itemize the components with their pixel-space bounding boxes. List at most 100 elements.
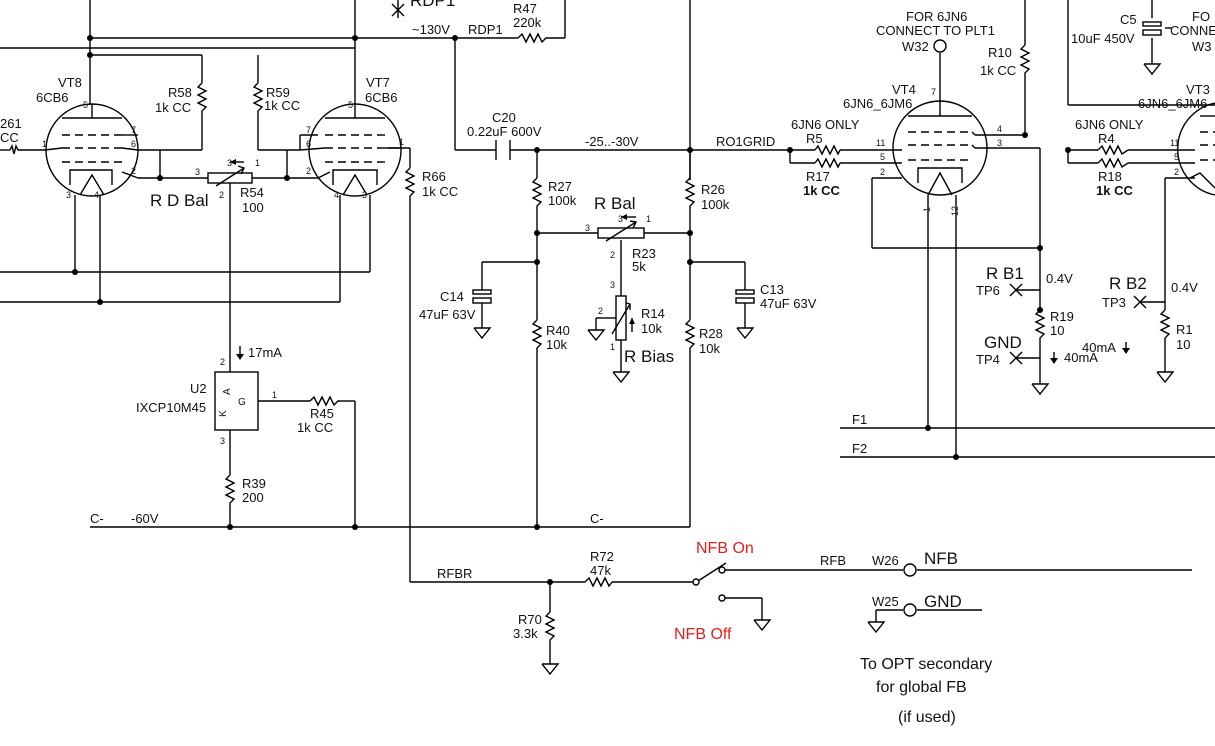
label-nfb: NFB <box>924 549 958 568</box>
svg-text:3: 3 <box>227 158 232 168</box>
label-r58: R58 <box>168 85 192 100</box>
label-c13: C13 <box>760 282 784 297</box>
resistor-r5 <box>814 144 841 156</box>
svg-text:2: 2 <box>306 166 311 176</box>
label-w32: W32 <box>902 39 929 54</box>
label-6jn6only-r4: 6JN6 ONLY <box>1075 117 1144 132</box>
svg-text:2: 2 <box>219 190 224 200</box>
resistor-r19 <box>1034 309 1046 340</box>
label-rdp1: RDP1 <box>468 22 503 37</box>
label-vt4-type: 6JN6_6JM6 <box>843 96 912 111</box>
label-r10: R10 <box>988 45 1012 60</box>
label-ro1grid: RO1GRID <box>716 134 775 149</box>
label-cminus2: C- <box>590 511 604 526</box>
svg-text:12: 12 <box>950 206 960 216</box>
label-fo: FO <box>1192 9 1210 24</box>
capacitor-c13 <box>735 289 755 304</box>
label-r23-val: 5k <box>632 259 646 274</box>
svg-text:G: G <box>238 397 246 408</box>
label-rfbr: RFBR <box>437 566 472 581</box>
svg-text:3: 3 <box>618 214 623 224</box>
label-i40b: 40mA <box>1082 340 1116 355</box>
resistor-r1 <box>1159 309 1171 340</box>
tube-vt8 <box>44 103 139 197</box>
svg-text:7: 7 <box>931 87 936 97</box>
resistor-r70 <box>544 611 556 642</box>
label-cminus: C- <box>90 511 104 526</box>
pin-numbers: 5 7 6 1 2 3 4 5 7 6 2 1 4 3 3 3 1 2 K A … <box>42 87 1179 446</box>
label-f1: F1 <box>852 412 867 427</box>
label-rdp1-top: RDP1 <box>410 0 455 10</box>
label-r26-val: 100k <box>701 197 730 212</box>
nfb-switch <box>692 562 727 602</box>
label-rb1: R B1 <box>986 264 1024 283</box>
label-v-grid: -25..-30V <box>585 134 639 149</box>
svg-text:K: K <box>218 410 229 417</box>
label-r47: R47 <box>513 1 537 16</box>
label-vt7: VT7 <box>366 75 390 90</box>
label-r59-val: 1k CC <box>264 98 300 113</box>
svg-text:2: 2 <box>131 166 136 176</box>
svg-text:1: 1 <box>255 158 260 168</box>
tube-vt4 <box>892 100 988 196</box>
label-v04b: 0.4V <box>1171 280 1198 295</box>
label-v130: ~130V <box>412 22 450 37</box>
svg-text:7: 7 <box>306 125 311 135</box>
label-r28-val: 10k <box>699 341 720 356</box>
label-r19-val: 10 <box>1050 323 1064 338</box>
resistor-r58 <box>196 82 208 115</box>
pot-r14 <box>611 295 635 341</box>
label-r72-val: 47k <box>590 563 611 578</box>
svg-text:6: 6 <box>306 139 311 149</box>
svg-text:1: 1 <box>610 342 615 352</box>
label-r17-val: 1k CC <box>803 183 840 198</box>
label-tp4: TP4 <box>976 352 1000 367</box>
label-vt8: VT8 <box>58 75 82 90</box>
svg-text:2: 2 <box>880 167 885 177</box>
resistor-r61 <box>9 143 19 155</box>
label-r66-val: 1k CC <box>422 184 458 199</box>
resistor-r47 <box>517 32 548 44</box>
svg-text:5: 5 <box>348 100 353 110</box>
junction-dots <box>72 35 1071 585</box>
svg-text:1: 1 <box>922 207 932 212</box>
svg-text:4: 4 <box>94 190 99 200</box>
svg-text:4: 4 <box>334 190 339 200</box>
label-r19: R19 <box>1050 309 1074 324</box>
label-for6jn6: FOR 6JN6 <box>906 9 967 24</box>
label-tp6: TP6 <box>976 283 1000 298</box>
label-opt2: for global FB <box>876 679 967 696</box>
label-r26: R26 <box>701 182 725 197</box>
label-vt3: VT3 <box>1186 82 1210 97</box>
tube-vt3-partial <box>1177 102 1215 196</box>
label-opt3: (if used) <box>898 709 956 726</box>
svg-text:3: 3 <box>66 190 71 200</box>
label-r10-val: 1k CC <box>980 63 1016 78</box>
svg-text:2: 2 <box>1174 167 1179 177</box>
label-w3: W3 <box>1192 39 1212 54</box>
label-v60: -60V <box>131 511 159 526</box>
label-r40: R40 <box>546 323 570 338</box>
label-w25: W25 <box>872 594 899 609</box>
label-c20-val: 0.22uF 600V <box>467 124 542 139</box>
label-c5-val: 10uF 450V <box>1071 31 1135 46</box>
label-r70-val: 3.3k <box>513 626 538 641</box>
label-r28: R28 <box>699 326 723 341</box>
svg-text:11: 11 <box>876 138 885 148</box>
svg-text:3: 3 <box>997 138 1002 148</box>
label-rbias: R Bias <box>624 347 674 366</box>
resistor-r26 <box>684 177 696 210</box>
label-connect-plt1: CONNECT TO PLT1 <box>876 23 995 38</box>
svg-text:3: 3 <box>362 190 367 200</box>
label-r1: R1 <box>1176 322 1193 337</box>
label-tp3: TP3 <box>1102 295 1126 310</box>
label-c5: C5 <box>1120 12 1137 27</box>
label-r45-val: 1k CC <box>297 420 333 435</box>
label-nfb-off: NFB Off <box>674 626 732 643</box>
svg-text:5: 5 <box>1174 152 1179 162</box>
resistor-r27 <box>531 177 543 210</box>
label-r4: R4 <box>1098 131 1115 146</box>
svg-text:1: 1 <box>399 137 404 147</box>
svg-text:2: 2 <box>598 306 603 316</box>
label-r45: R45 <box>310 406 334 421</box>
